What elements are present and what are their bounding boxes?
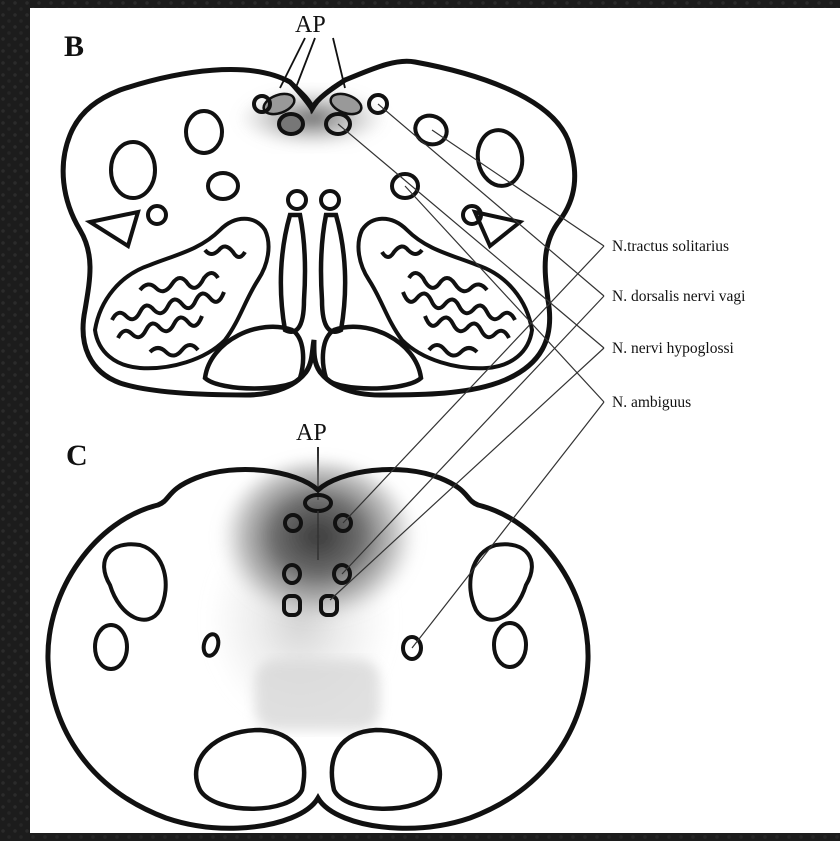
lateral-nucleus-right-c xyxy=(494,623,526,667)
nucleus-left-upper-b xyxy=(186,111,222,153)
legend: N.tractus solitarius N. dorsalis nervi v… xyxy=(612,238,746,411)
legend-nucleus-ambiguus: N. ambiguus xyxy=(612,394,691,411)
nucleus-left-mid-b xyxy=(208,173,238,199)
lateral-nucleus-left-c xyxy=(95,625,127,669)
midline-columns-b xyxy=(281,215,345,332)
shading-c xyxy=(205,460,418,730)
panel-letter-b: B xyxy=(64,30,84,63)
nucleus-hypoglossal-right-b xyxy=(321,191,339,209)
legend-nucleus-nervi-hypoglossi: N. nervi hypoglossi xyxy=(612,340,735,357)
nucleus-left-ambiguus-b xyxy=(148,206,166,224)
nucleus-hypoglossal-left-b xyxy=(288,191,306,209)
ap-label-b: AP xyxy=(295,12,326,38)
legend-nucleus-dorsalis-nervi-vagi: N. dorsalis nervi vagi xyxy=(612,288,746,305)
inferior-olive-right-b xyxy=(358,219,532,369)
nucleus-left-lateral-b xyxy=(111,142,155,198)
nucleus-dmnv-left-b xyxy=(279,114,303,134)
legend-nucleus-tractus-solitarius: N.tractus solitarius xyxy=(612,238,729,255)
ap-label-c: AP xyxy=(296,420,327,446)
nucleus-right-lateral-b xyxy=(473,127,526,190)
nucleus-nts-right-b xyxy=(411,111,452,150)
panel-letter-c: C xyxy=(66,439,88,472)
